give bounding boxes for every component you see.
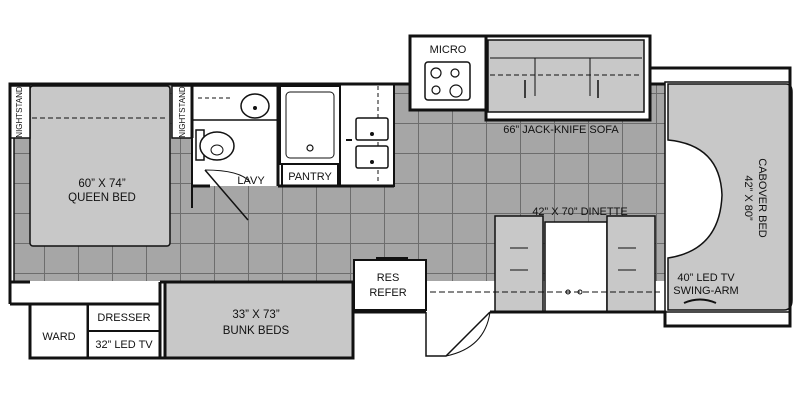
lavy-label: LAVY (237, 175, 265, 187)
queen-bed-label: QUEEN BED (68, 192, 136, 204)
sofa-label: 66” JACK-KNIFE SOFA (503, 124, 619, 136)
dinette-label: 42” X 70” DINETTE (532, 206, 627, 218)
res-label: RES (377, 272, 400, 284)
dinette-table (544, 221, 608, 313)
swing-arm-label: SWING-ARM (673, 285, 738, 297)
queen-bed (29, 85, 171, 247)
tv-mount (683, 298, 717, 304)
cooktop (424, 61, 471, 101)
micro-label: MICRO (430, 44, 467, 56)
jack-knife-sofa (487, 39, 645, 113)
led-tv-rear-label: 32” LED TV (95, 339, 153, 351)
bath-sink-drain (253, 106, 257, 110)
nightstand-right-label: NIGHTSTAND (178, 86, 187, 138)
dresser-label: DRESSER (97, 312, 150, 324)
pantry-label: PANTRY (288, 171, 332, 183)
entry-door (425, 311, 491, 357)
nightstand-left-label: NIGHTSTAND (15, 86, 24, 138)
cabover-size-label: 42” X 80” (742, 175, 754, 221)
led-tv-rear (87, 330, 161, 359)
kitchen-sink-1 (355, 117, 389, 141)
bath-door (204, 169, 249, 221)
front-wall (650, 66, 792, 86)
bunk-beds (163, 280, 355, 360)
dinette-bench-front (606, 215, 656, 313)
led-tv-front-label: 40” LED TV (677, 272, 735, 284)
kitchen-sink-2 (355, 145, 389, 169)
dinette-bench-rear (494, 215, 544, 313)
toilet-bowl (199, 131, 235, 161)
shower (279, 85, 341, 165)
cabover-bed (667, 83, 793, 311)
refer-label: REFER (369, 287, 406, 299)
outer-wall (8, 82, 792, 360)
queen-bed-size-label: 60” X 74” (78, 178, 125, 190)
res-refer (353, 259, 427, 311)
bunk-beds-size-label: 33” X 73” (232, 309, 279, 321)
ward-label: WARD (42, 331, 75, 343)
cabover-bed-label: CABOVER BED (756, 158, 768, 238)
bunk-beds-label: BUNK BEDS (223, 325, 290, 337)
